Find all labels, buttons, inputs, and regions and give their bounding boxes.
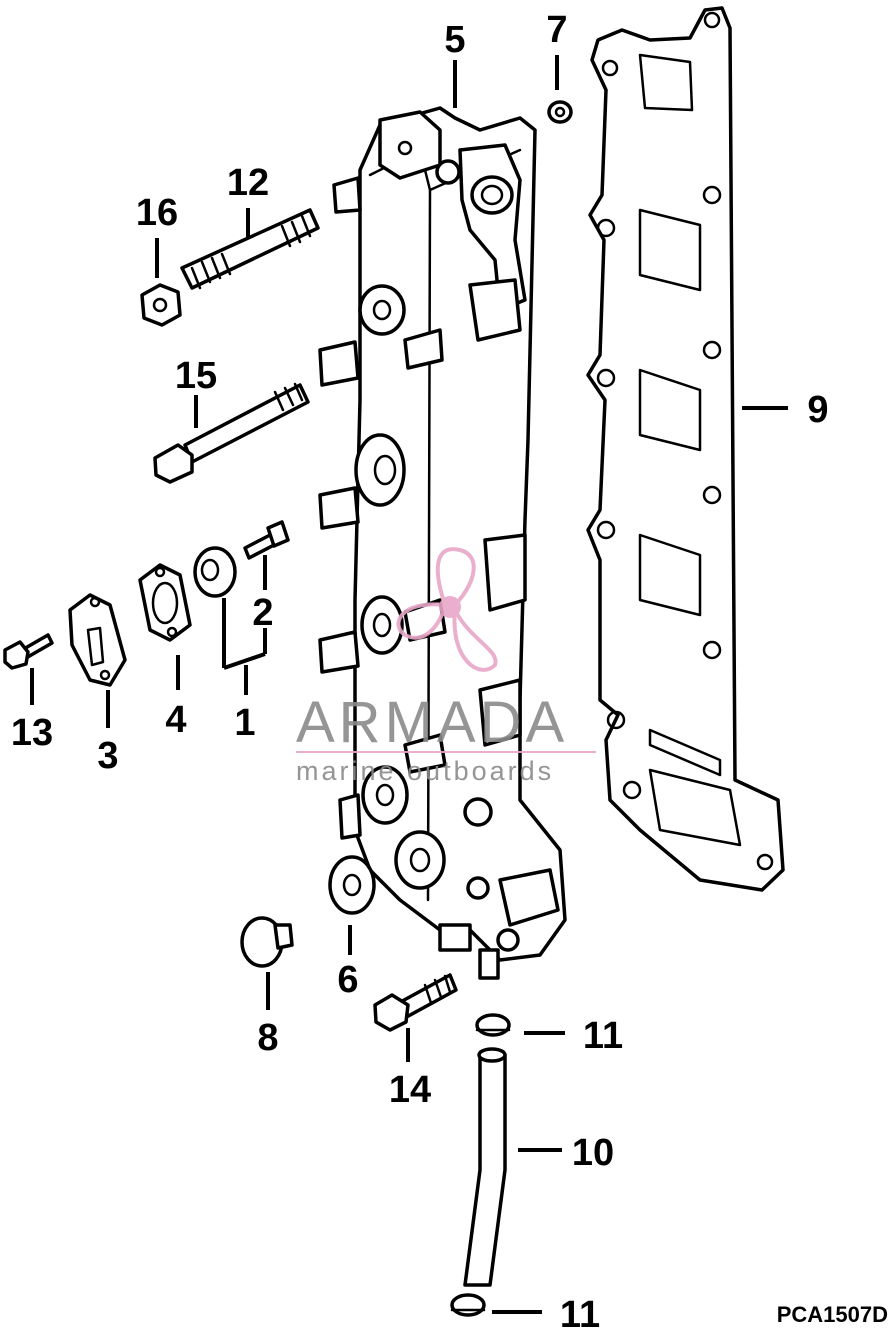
plug-part-8 [240,916,294,968]
stud-bolt-part [180,208,320,290]
callout-5: 5 [444,19,465,61]
bolt-part-13 [3,633,54,670]
bolt-part-2 [243,520,290,560]
callout-4: 4 [165,699,186,741]
callout-12: 12 [227,162,269,204]
callout-11-bottom: 11 [560,1294,600,1329]
clip-part-11-bottom [450,1293,486,1317]
nut-part-16 [140,283,182,327]
watermark-tagline: marine outboards [296,756,554,786]
callout-16: 16 [136,192,178,234]
callout-2: 2 [252,592,273,634]
bolt-part-15 [153,382,310,484]
callout-11-top: 11 [583,1015,623,1057]
watermark-brand: ARMADA [296,690,568,755]
exhaust-manifold-part [318,106,567,980]
watermark: ARMADA marine outboards [296,547,596,786]
manifold-gasket-part [586,6,785,892]
plug-part-6 [328,855,376,915]
cover-cap-part [193,546,237,598]
callout-14: 14 [389,1069,431,1111]
diagram-code: PCA1507D [777,1302,888,1327]
clip-part-11-top [475,1013,511,1037]
callout-10: 10 [572,1132,614,1174]
cover-part-3 [68,593,127,687]
callout-1: 1 [234,702,255,744]
leader-lines [30,55,788,1314]
callout-8: 8 [257,1017,278,1059]
callout-15: 15 [175,355,217,397]
nut-part-7 [547,100,573,124]
bolt-part-14 [373,973,458,1032]
callout-13: 13 [11,712,53,754]
callout-9: 9 [807,389,828,431]
callout-labels: 1 2 3 4 5 6 7 8 9 10 11 11 12 13 14 15 1… [11,9,829,1329]
hose-part-10 [463,1047,507,1287]
callout-7: 7 [546,9,567,51]
callout-6: 6 [337,959,358,1001]
gasket-part-4 [138,563,192,642]
watermark-propeller-icon [396,547,498,672]
callout-3: 3 [97,735,118,777]
